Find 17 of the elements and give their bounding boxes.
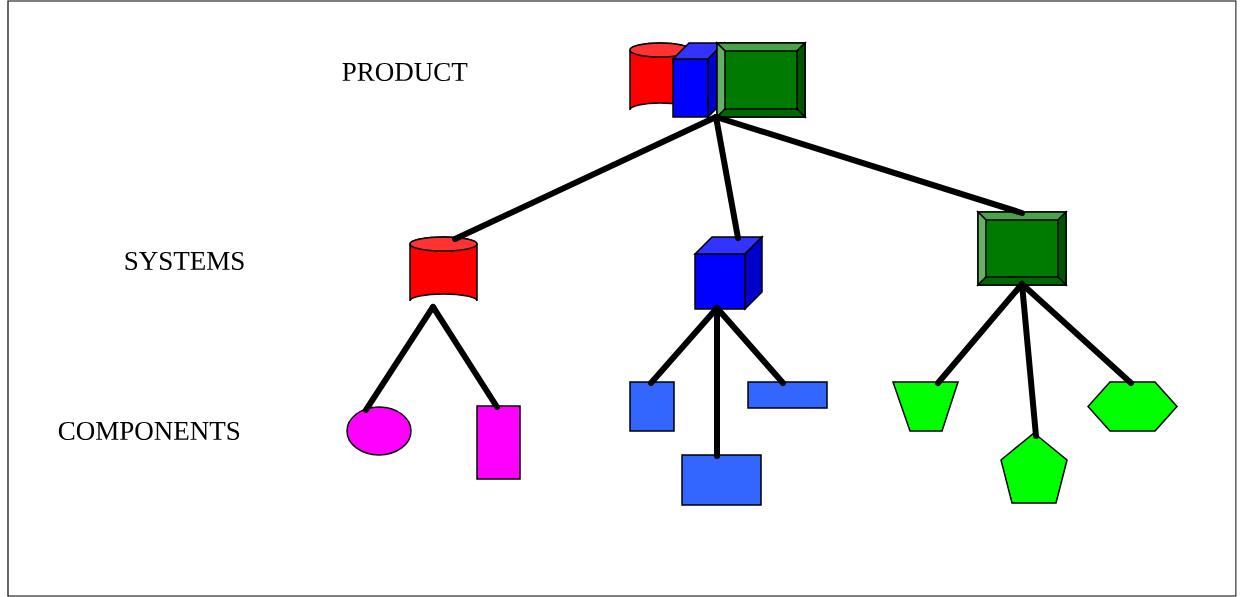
- rectangle-shape: [476, 405, 521, 480]
- connector-line: [430, 304, 500, 410]
- rectangle-shape: [681, 454, 762, 506]
- connector-line: [714, 305, 786, 386]
- rectangle-shape: [747, 381, 828, 409]
- pentagon-shape: [1000, 432, 1068, 504]
- connector-line: [713, 114, 1025, 216]
- connector-line: [1019, 281, 1134, 386]
- hexagon-shape: [1087, 381, 1178, 432]
- rectangle-shape: [629, 381, 675, 432]
- product-drawing: [629, 41, 807, 119]
- level-label: PRODUCT: [342, 62, 468, 82]
- ellipse-shape: [346, 406, 412, 456]
- connector-line: [363, 304, 436, 413]
- level-label: SYSTEMS: [125, 251, 244, 271]
- cylinder-shape: [409, 236, 478, 302]
- level-label: COMPONENTS: [58, 421, 240, 441]
